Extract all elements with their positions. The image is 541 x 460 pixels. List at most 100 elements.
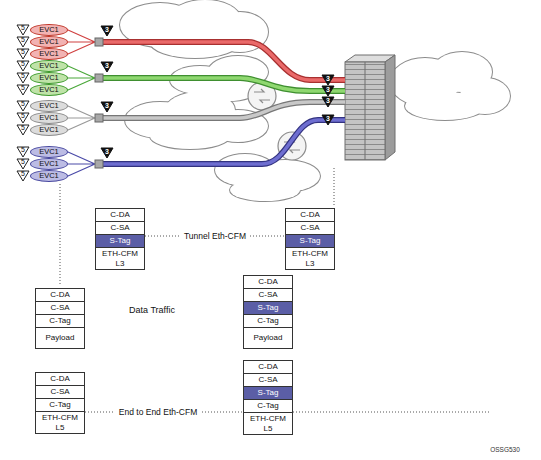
frame-field: C-DA: [243, 360, 293, 374]
callout-number: 3: [105, 62, 109, 69]
field-label: C-SA: [50, 387, 69, 396]
field-label: S-Tag: [110, 236, 131, 245]
router-symbols: [248, 82, 306, 160]
field-label: C-SA: [300, 223, 319, 232]
field-label: C-Tag: [49, 316, 70, 325]
evc-oval: EVC1: [30, 84, 68, 96]
field-label: C-Tag: [257, 401, 278, 410]
evc-oval: EVC1: [30, 146, 68, 158]
frame-field: C-DA: [35, 288, 85, 302]
field-label: ETH-CFM L3: [292, 249, 328, 267]
callout-number: 3: [105, 26, 109, 33]
frame-field: S-Tag: [285, 234, 335, 248]
callout-number: 5: [21, 170, 25, 177]
callout-number: 3: [105, 102, 109, 109]
field-label: C-DA: [258, 362, 278, 371]
field-label: C-DA: [50, 374, 70, 383]
field-label: C-SA: [110, 223, 129, 232]
frame-field: S-Tag: [95, 234, 145, 248]
service-tunnels: [103, 42, 345, 164]
frame-field: C-DA: [243, 275, 293, 289]
callout-number: 5: [21, 48, 25, 55]
evc-label: EVC1: [39, 148, 59, 156]
field-label: C-DA: [258, 277, 278, 286]
frame-field: C-Tag: [35, 398, 85, 412]
frame-field: C-SA: [35, 301, 85, 315]
evc-label: EVC1: [39, 62, 59, 70]
frame-field: S-Tag: [243, 301, 293, 315]
callout-number: 5: [21, 124, 25, 131]
annotation: End to End Eth-CFM: [115, 407, 201, 418]
field-label: C-DA: [50, 290, 70, 299]
evc-oval: EVC1: [30, 36, 68, 48]
callout-number: 3: [326, 97, 330, 104]
callout-number: 5: [21, 36, 25, 43]
evc-label: EVC1: [39, 74, 59, 82]
tunnel-triangles: [101, 26, 334, 158]
callout-number: 5: [21, 84, 25, 91]
dotted-guides: [60, 168, 490, 412]
evc-label: EVC1: [39, 26, 59, 34]
evc-label: EVC1: [39, 172, 59, 180]
evc-label: EVC1: [39, 102, 59, 110]
evc-oval: EVC1: [30, 100, 68, 112]
field-label: Payload: [46, 333, 75, 342]
frame-field: ETH-CFM L3: [95, 247, 145, 270]
evc-oval: EVC1: [30, 24, 68, 36]
evc-label: EVC1: [39, 114, 59, 122]
field-label: C-DA: [300, 210, 320, 219]
field-label: S-Tag: [258, 303, 279, 312]
frame-field: ETH-CFM L5: [243, 412, 293, 435]
evc-oval: EVC1: [30, 72, 68, 84]
callout-number: 5: [21, 146, 25, 153]
frame-field: C-SA: [35, 385, 85, 399]
field-label: C-SA: [258, 290, 277, 299]
evc-oval: EVC1: [30, 170, 68, 182]
frame-field: ETH-CFM L3: [285, 247, 335, 270]
callout-number: 5: [21, 158, 25, 165]
annotation: Tunnel Eth-CFM: [180, 231, 250, 242]
frame-field: C-SA: [285, 221, 335, 235]
frame-field: C-Tag: [35, 314, 85, 328]
evc-oval: EVC1: [30, 60, 68, 72]
field-label: C-DA: [110, 210, 130, 219]
frame-field: C-Tag: [243, 399, 293, 413]
annotation: Data Traffic: [129, 306, 175, 315]
field-label: ETH-CFM L5: [42, 413, 78, 431]
figure-id: OSSG530: [490, 447, 520, 454]
field-label: C-SA: [50, 303, 69, 312]
thin-evc-lines: [68, 30, 95, 176]
callout-number: 5: [21, 112, 25, 119]
callout-number: 3: [326, 86, 330, 93]
evc-label: EVC1: [39, 160, 59, 168]
field-label: Payload: [254, 333, 283, 342]
field-label: C-Tag: [49, 400, 70, 409]
frame-field: C-SA: [243, 373, 293, 387]
field-label: S-Tag: [258, 388, 279, 397]
switch-rack: [345, 55, 395, 160]
frame-field: C-SA: [95, 221, 145, 235]
callout-number: 5: [21, 60, 25, 67]
frame-field: C-DA: [95, 208, 145, 222]
frame-field: C-SA: [243, 288, 293, 302]
frame-field: C-Tag: [243, 314, 293, 328]
frame-field: C-DA: [285, 208, 335, 222]
evc-label: EVC1: [39, 50, 59, 58]
evc-label: EVC1: [39, 86, 59, 94]
callout-number: 5: [21, 72, 25, 79]
evc-oval: EVC1: [30, 124, 68, 136]
frame-field: C-DA: [35, 372, 85, 386]
evc-oval: EVC1: [30, 158, 68, 170]
callout-number: 5: [21, 24, 25, 31]
evc-label: EVC1: [39, 126, 59, 134]
frame-field: S-Tag: [243, 386, 293, 400]
field-label: C-SA: [258, 375, 277, 384]
field-label: C-Tag: [257, 316, 278, 325]
frame-field: Payload: [243, 327, 293, 349]
callout-number: 3: [326, 75, 330, 82]
evc-triangles: [17, 25, 29, 181]
callout-number: 5: [21, 100, 25, 107]
callout-number: 3: [326, 115, 330, 122]
evc-oval: EVC1: [30, 48, 68, 60]
